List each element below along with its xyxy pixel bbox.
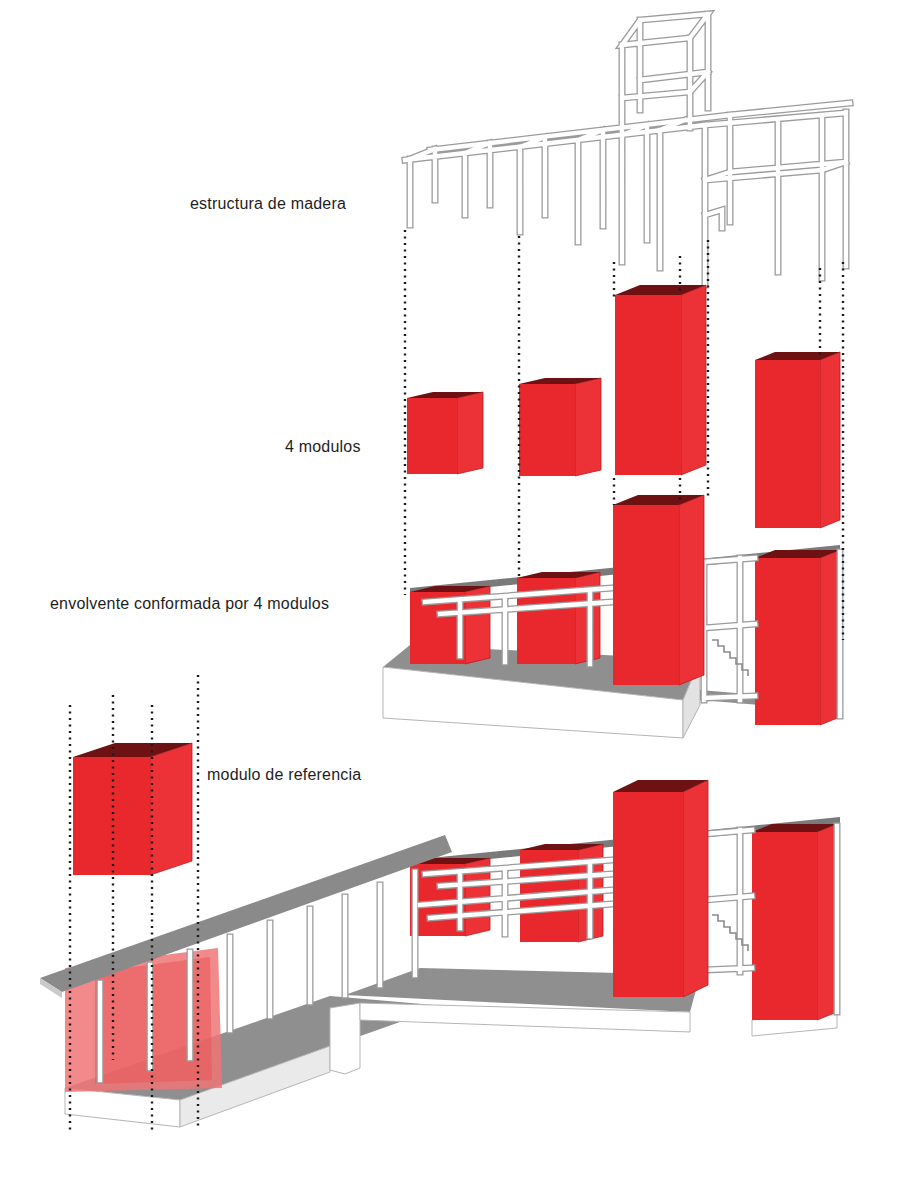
envelope-assembly: [679, 495, 704, 685]
building-assembly: [100, 826, 837, 1080]
building-assembly: [752, 832, 817, 1020]
red-module: [755, 360, 820, 528]
timber-frame: [405, 14, 850, 285]
building-assembly: [40, 780, 840, 1127]
projection-lines: [70, 230, 843, 1130]
red-module: [519, 378, 601, 384]
building-assembly: [613, 780, 708, 792]
part-label: envolvente conformada por 4 modulos: [50, 594, 329, 614]
red-module: [575, 378, 601, 476]
building-assembly: [330, 1003, 360, 1074]
red-module: [519, 384, 575, 476]
envelope-assembly: [755, 550, 840, 558]
projection-lines: [405, 230, 843, 640]
building-assembly: [520, 844, 603, 850]
building-assembly: [65, 1088, 180, 1127]
envelope-assembly: [383, 495, 840, 738]
timber-frame: [405, 14, 850, 285]
building-assembly: [613, 792, 683, 997]
building-assembly: [712, 915, 748, 951]
reference-module: [73, 743, 192, 875]
envelope-assembly: [613, 495, 704, 505]
projection-lines: [614, 478, 680, 505]
building-assembly: [683, 780, 708, 997]
timber-frame: [405, 14, 850, 285]
part-label: estructura de madera: [190, 194, 346, 214]
building-assembly: [752, 824, 837, 832]
reference-module: [150, 743, 192, 875]
part-label: 4 modulos: [285, 437, 361, 457]
reference-module: [73, 757, 150, 875]
projection-lines: [70, 675, 198, 1130]
envelope-assembly: [517, 572, 600, 578]
building-assembly: [100, 826, 837, 1080]
envelope-assembly: [755, 558, 820, 725]
building-assembly: [40, 978, 62, 998]
red-module: [407, 398, 457, 474]
envelope-assembly: [410, 586, 490, 592]
red-module: [615, 285, 706, 295]
part-label: modulo de referencia: [207, 765, 361, 785]
reference-module: [73, 743, 192, 757]
red-module: [457, 392, 483, 474]
red-module: [407, 285, 840, 528]
red-module: [681, 285, 706, 475]
envelope-assembly: [613, 505, 679, 685]
red-module: [755, 352, 840, 360]
building-assembly: [360, 1003, 690, 1032]
red-module: [407, 392, 483, 398]
red-module: [615, 295, 681, 475]
red-module: [820, 352, 840, 528]
building-assembly: [40, 835, 452, 992]
envelope-assembly: [712, 640, 748, 676]
